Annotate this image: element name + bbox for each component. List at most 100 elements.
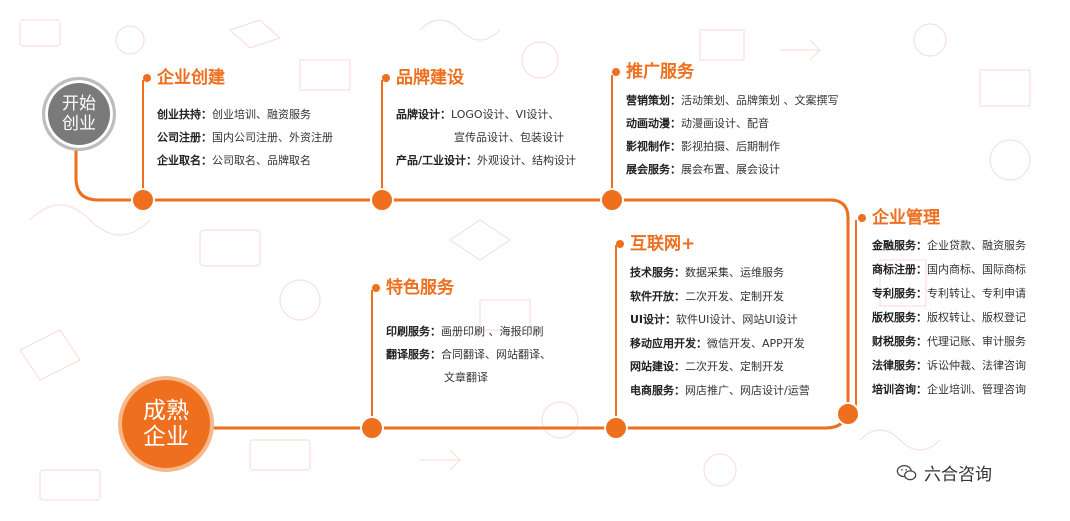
list-item: 创业扶持：创业培训、融资服务 — [157, 103, 333, 126]
section-items-hulianwang: 技术服务：数据采集、运维服务 软件开放：二次开发、定制开发 UI设计：软件UI设… — [630, 261, 810, 402]
item-value: 数据采集、运维服务 — [685, 266, 784, 279]
item-key: 营销策划： — [626, 94, 681, 107]
section-items-tuiguang-fuwu: 营销策划：活动策划、品牌策划 、文案撰写 动画动漫：动漫画设计、配音 影视制作：… — [626, 89, 839, 181]
item-key: 展会服务： — [626, 163, 681, 176]
bullet-dot — [612, 68, 620, 76]
item-value: 合同翻译、网站翻译、 — [441, 348, 551, 361]
list-item: 产品/工业设计：外观设计、结构设计 — [396, 149, 576, 172]
list-item: 翻译服务：合同翻译、网站翻译、 文章翻译 — [386, 343, 551, 389]
junction-dot — [601, 189, 623, 211]
section-title-text: 企业创建 — [157, 68, 225, 88]
list-item: 营销策划：活动策划、品牌策划 、文案撰写 — [626, 89, 839, 112]
list-item: 影视制作：影视拍摄、后期制作 — [626, 135, 839, 158]
item-key: 创业扶持： — [157, 108, 212, 121]
list-item: 专利服务：专利转让、专利申请 — [872, 282, 1026, 306]
item-key: 电商服务： — [630, 384, 685, 397]
bullet-dot — [143, 74, 151, 82]
item-value: 活动策划、品牌策划 、文案撰写 — [681, 94, 839, 107]
item-key: 财税服务： — [872, 335, 927, 348]
list-item: 软件开放：二次开发、定制开发 — [630, 285, 810, 309]
item-value: 网店推广、网店设计/运营 — [685, 384, 810, 397]
bullet-dot — [616, 240, 624, 248]
section-items-qiye-chuangjian: 创业扶持：创业培训、融资服务 公司注册：国内公司注册、外资注册 企业取名：公司取… — [157, 103, 333, 172]
list-item: 展会服务：展会布置、展会设计 — [626, 158, 839, 181]
brand-name: 六合咨询 — [924, 460, 992, 485]
section-title-text: 企业管理 — [872, 208, 940, 228]
list-item: 技术服务：数据采集、运维服务 — [630, 261, 810, 285]
section-title-qiye-guanli: 企业管理 — [858, 208, 940, 228]
section-title-pinpai-jianshe: 品牌建设 — [382, 68, 464, 88]
list-item: 财税服务：代理记账、审计服务 — [872, 330, 1026, 354]
junction-dot — [837, 403, 859, 425]
section-title-tuiguang-fuwu: 推广服务 — [612, 62, 694, 82]
item-key: 产品/工业设计： — [396, 154, 477, 167]
list-item: 商标注册：国内商标、国际商标 — [872, 258, 1026, 282]
end-node: 成熟 企业 — [118, 376, 214, 472]
item-value: 企业培训、管理咨询 — [927, 383, 1026, 396]
item-value: 画册印刷 、海报印刷 — [441, 325, 544, 338]
item-key: 动画动漫： — [626, 117, 681, 130]
item-key: 移动应用开发： — [630, 337, 707, 350]
item-value: 国内商标、国际商标 — [927, 263, 1026, 276]
item-value: 二次开发、定制开发 — [685, 290, 784, 303]
item-key: 企业取名： — [157, 154, 212, 167]
item-value: 企业贷款、融资服务 — [927, 239, 1026, 252]
end-node-line1: 成熟 — [143, 398, 189, 424]
list-item: 培训咨询：企业培训、管理咨询 — [872, 378, 1026, 402]
brand-watermark: 六合咨询 — [896, 460, 992, 485]
item-key: 影视制作： — [626, 140, 681, 153]
list-item: 移动应用开发：微信开发、APP开发 — [630, 332, 810, 356]
junction-dot — [371, 189, 393, 211]
bullet-dot — [858, 214, 866, 222]
item-value: 版权转让、版权登记 — [927, 311, 1026, 324]
item-key: 品牌设计： — [396, 108, 451, 121]
section-title-text: 品牌建设 — [396, 68, 464, 88]
junction-dot — [605, 417, 627, 439]
item-key: 印刷服务： — [386, 325, 441, 338]
wechat-icon — [896, 462, 918, 484]
item-key: 专利服务： — [872, 287, 927, 300]
list-item: 金融服务：企业贷款、融资服务 — [872, 234, 1026, 258]
list-item: 版权服务：版权转让、版权登记 — [872, 306, 1026, 330]
list-item: 品牌设计：LOGO设计、VI设计、 宣传品设计、包装设计 — [396, 103, 576, 149]
end-node-line2: 企业 — [143, 424, 189, 450]
item-value-continued: 宣传品设计、包装设计 — [396, 126, 576, 149]
item-value: 诉讼仲裁、法律咨询 — [927, 359, 1026, 372]
start-node: 开始 创业 — [42, 77, 116, 151]
start-node-line1: 开始 — [62, 94, 96, 114]
item-value: LOGO设计、VI设计、 — [451, 108, 559, 121]
section-title-hulianwang: 互联网+ — [616, 234, 695, 254]
item-key: 培训咨询： — [872, 383, 927, 396]
item-value: 创业培训、融资服务 — [212, 108, 311, 121]
item-key: 版权服务： — [872, 311, 927, 324]
item-key: 软件开放： — [630, 290, 685, 303]
item-value: 展会布置、展会设计 — [681, 163, 780, 176]
item-value: 专利转让、专利申请 — [927, 287, 1026, 300]
section-title-text: 推广服务 — [626, 62, 694, 82]
item-value: 外观设计、结构设计 — [477, 154, 576, 167]
list-item: UI设计：软件UI设计、网站UI设计 — [630, 308, 810, 332]
item-key: 商标注册： — [872, 263, 927, 276]
item-value: 代理记账、审计服务 — [927, 335, 1026, 348]
item-value: 动漫画设计、配音 — [681, 117, 769, 130]
list-item: 公司注册：国内公司注册、外资注册 — [157, 126, 333, 149]
section-title-text: 特色服务 — [386, 278, 454, 298]
start-node-line2: 创业 — [62, 114, 96, 134]
section-title-tese-fuwu: 特色服务 — [372, 278, 454, 298]
junction-dot — [361, 417, 383, 439]
section-items-pinpai-jianshe: 品牌设计：LOGO设计、VI设计、 宣传品设计、包装设计 产品/工业设计：外观设… — [396, 103, 576, 172]
item-value: 影视拍摄、后期制作 — [681, 140, 780, 153]
section-title-qiye-chuangjian: 企业创建 — [143, 68, 225, 88]
item-key: 网站建设： — [630, 360, 685, 373]
list-item: 动画动漫：动漫画设计、配音 — [626, 112, 839, 135]
bullet-dot — [382, 74, 390, 82]
list-item: 企业取名：公司取名、品牌取名 — [157, 149, 333, 172]
item-value: 国内公司注册、外资注册 — [212, 131, 333, 144]
item-key: 法律服务： — [872, 359, 927, 372]
item-key: 技术服务： — [630, 266, 685, 279]
item-key: 公司注册： — [157, 131, 212, 144]
item-value: 二次开发、定制开发 — [685, 360, 784, 373]
item-value: 软件UI设计、网站UI设计 — [676, 313, 798, 326]
item-key: 翻译服务： — [386, 348, 441, 361]
list-item: 电商服务：网店推广、网店设计/运营 — [630, 379, 810, 403]
